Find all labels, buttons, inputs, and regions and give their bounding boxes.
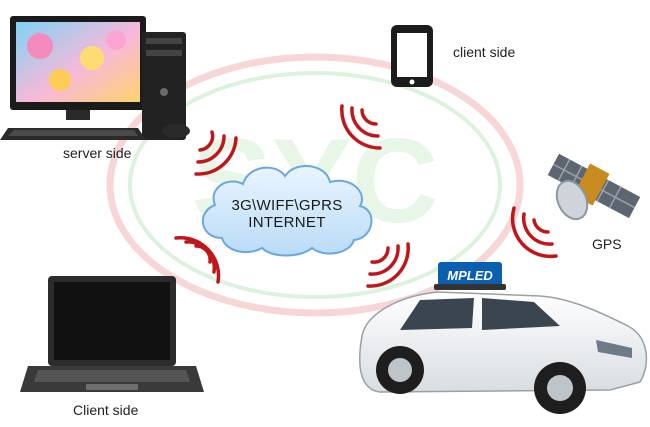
signal-wave-gps-icon — [510, 206, 558, 259]
signal-wave-laptop-icon — [174, 235, 221, 284]
network-label: 3G\WIFF\GPRS INTERNET — [222, 197, 352, 231]
client-phone-label: client side — [453, 44, 516, 60]
internet-cloud-icon — [201, 164, 373, 257]
gps-satellite-icon — [547, 153, 641, 221]
desktop-computer-icon — [0, 16, 190, 140]
signal-wave-server-icon — [194, 130, 238, 176]
client-laptop-label: Client side — [73, 402, 139, 418]
laptop-icon — [20, 276, 204, 392]
gps-label: GPS — [592, 236, 622, 252]
taxi-car-icon: MPLED — [359, 262, 648, 414]
network-label-line1: 3G\WIFF\GPRS — [231, 197, 343, 214]
server-side-label: server side — [63, 145, 132, 161]
signal-waves — [174, 104, 558, 288]
network-label-line2: INTERNET — [248, 214, 326, 231]
signal-wave-phone-icon — [340, 104, 382, 150]
signal-wave-car-icon — [366, 242, 410, 288]
smartphone-icon — [391, 25, 433, 87]
taxi-sign-text: MPLED — [447, 268, 493, 283]
